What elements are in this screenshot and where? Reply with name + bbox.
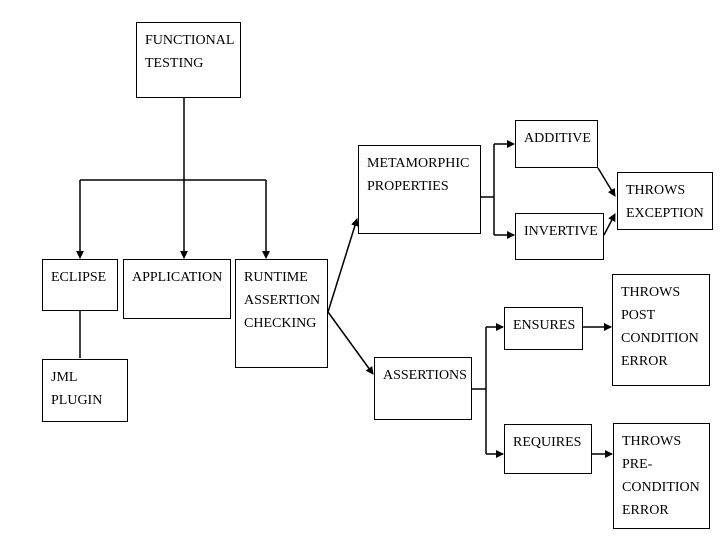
node-label-line: ENSURES xyxy=(513,318,576,333)
node-label-line: METAMORPHIC xyxy=(367,156,470,171)
node-functional-testing: FUNCTIONAL TESTING xyxy=(136,22,241,98)
node-label-line: ADDITIVE xyxy=(524,131,591,146)
node-label-line: PRE- xyxy=(622,457,653,472)
node-label-line: ASSERTIONS xyxy=(383,368,467,383)
node-label-line: CONDITION xyxy=(622,480,700,495)
node-label-line: PLUGIN xyxy=(51,393,103,408)
node-label-line: ERROR xyxy=(622,503,669,518)
edge-runtime-assertions xyxy=(327,311,374,375)
edge-runtime-metamorphic xyxy=(327,218,359,313)
node-eclipse: ECLIPSE xyxy=(42,259,118,311)
node-label-line: CONDITION xyxy=(621,331,699,346)
node-additive: ADDITIVE xyxy=(515,120,598,168)
node-label-line: FUNCTIONAL xyxy=(145,33,235,48)
node-label-line: TESTING xyxy=(145,56,204,71)
node-label-line: RUNTIME xyxy=(244,270,308,285)
node-throws-pre-condition-error: THROWS PRE- CONDITION ERROR xyxy=(613,423,710,529)
node-ensures: ENSURES xyxy=(504,307,583,350)
node-invertive: INVERTIVE xyxy=(515,213,604,260)
node-assertions: ASSERTIONS xyxy=(374,357,472,420)
node-application: APPLICATION xyxy=(123,259,231,319)
node-label-line: ERROR xyxy=(621,354,668,369)
node-throws-post-condition-error: THROWS POST CONDITION ERROR xyxy=(612,274,710,386)
node-label-line: ECLIPSE xyxy=(51,270,107,285)
node-label-line: APPLICATION xyxy=(132,270,223,285)
node-throws-exception: THROWS EXCEPTION xyxy=(617,172,713,230)
node-label-line: INVERTIVE xyxy=(524,224,598,239)
node-label-line: CHECKING xyxy=(244,316,317,331)
node-label-line: THROWS xyxy=(626,183,686,198)
node-metamorphic-properties: METAMORPHIC PROPERTIES xyxy=(358,145,481,234)
node-label-line: THROWS xyxy=(621,285,681,300)
node-label-line: REQUIRES xyxy=(513,435,582,450)
node-label-line: THROWS xyxy=(622,434,682,449)
node-runtime-assertion-checking: RUNTIME ASSERTION CHECKING xyxy=(235,259,328,368)
node-requires: REQUIRES xyxy=(504,424,592,474)
node-label-line: EXCEPTION xyxy=(626,206,704,221)
node-jml-plugin: JML PLUGIN xyxy=(42,359,128,422)
node-label-line: POST xyxy=(621,308,656,323)
node-label-line: ASSERTION xyxy=(244,293,321,308)
edge-additive-exception xyxy=(597,167,616,197)
edge-invertive-exception xyxy=(603,213,616,236)
node-label-line: PROPERTIES xyxy=(367,179,449,194)
node-label-line: JML xyxy=(51,370,78,385)
